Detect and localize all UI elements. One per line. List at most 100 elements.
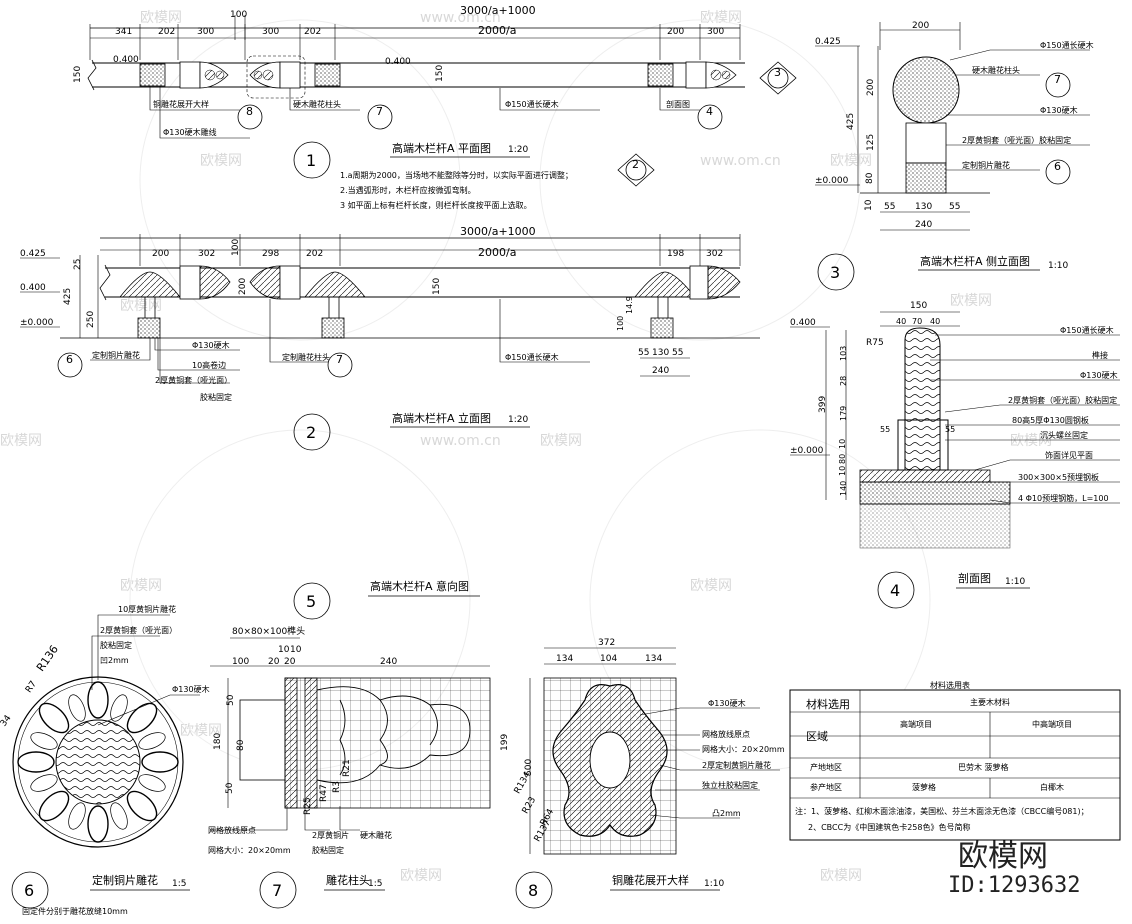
dim-tenon: 80×80×100榫头 bbox=[232, 625, 305, 637]
dim: 302 bbox=[706, 249, 723, 259]
label: 剖面图 bbox=[666, 99, 690, 109]
dim: 341 bbox=[115, 27, 132, 37]
callout-bubble: 7 bbox=[327, 352, 353, 378]
dim: 20 bbox=[284, 657, 296, 667]
table-cell: 产地地区 bbox=[810, 762, 842, 772]
dim: 100 bbox=[616, 316, 625, 331]
callout-bubble: 4 bbox=[697, 104, 723, 130]
dim: 14.9 bbox=[625, 296, 634, 314]
dim: 40 bbox=[930, 317, 940, 326]
label: 胶粘固定 bbox=[100, 640, 132, 650]
view-number-bubble: 7 bbox=[259, 871, 297, 909]
elevation: ±0.000 bbox=[20, 318, 54, 328]
elevation: 0.400 bbox=[790, 318, 816, 328]
dim: 240 bbox=[915, 220, 932, 230]
label: 2厚黄铜套（哑光面）胶粘固定 bbox=[1008, 395, 1117, 405]
dim: 104 bbox=[600, 654, 617, 664]
radius: R23 bbox=[521, 795, 539, 815]
dim: 10 bbox=[838, 466, 847, 476]
view-scale: 1:20 bbox=[508, 415, 528, 425]
dim-100: 100 bbox=[230, 10, 247, 20]
watermark: 欧模网 bbox=[400, 868, 442, 884]
view-scale: 1:10 bbox=[1048, 261, 1068, 271]
label: 2厚黄铜套（哑光面） bbox=[100, 625, 177, 635]
watermark: www.om.cn bbox=[420, 10, 501, 26]
elevation: ±0.000 bbox=[790, 446, 824, 456]
radius: R21 bbox=[342, 759, 352, 777]
dim: 40 bbox=[896, 317, 906, 326]
label: 凸2mm bbox=[712, 809, 741, 818]
table-cell: 参产地区 bbox=[810, 782, 842, 792]
callout-bubble: 6 bbox=[57, 352, 83, 378]
dim: 300 bbox=[197, 27, 214, 37]
view-number-bubble: 5 bbox=[293, 582, 331, 620]
label: 凹2mm bbox=[100, 656, 129, 665]
dim: 55 bbox=[884, 202, 895, 212]
label: 硬木雕花柱头 bbox=[972, 65, 1020, 75]
post-left bbox=[119, 271, 181, 339]
view-number-bubble: 8 bbox=[515, 871, 553, 909]
view-title: 高端木栏杆A 平面图 bbox=[392, 141, 491, 155]
svg-text:8: 8 bbox=[246, 105, 253, 118]
svg-text:4: 4 bbox=[890, 581, 900, 600]
view-scale: 1:10 bbox=[704, 879, 724, 889]
view-title: 铜雕花展开大样 bbox=[612, 873, 689, 887]
note-line: 3 如平面上标有栏杆长度，则栏杆长度按平面上选取。 bbox=[340, 200, 532, 210]
table-note: 注：1、菠萝格、红柳木面涂油漆，美国松、芬兰木面涂无色漆（CBCC编号081)； bbox=[795, 806, 1089, 816]
dim-span: 2000/a bbox=[478, 246, 516, 259]
callout-bubble: 7 bbox=[1045, 72, 1071, 98]
dim: 10 bbox=[278, 645, 290, 655]
side-elevation-view: 200 0.425 ±0.000 200 425 125 80 10 55 13… bbox=[815, 21, 1094, 291]
table-cell: 高端项目 bbox=[900, 719, 932, 729]
view-number-bubble: 4 bbox=[877, 571, 915, 609]
dim: 250 bbox=[86, 311, 96, 328]
dim-total: 3000/a+1000 bbox=[460, 4, 536, 17]
dim: 55 bbox=[638, 348, 649, 358]
table-note: 2、CBCC为《中国建筑色卡258色》色号简称 bbox=[808, 822, 970, 832]
plan-view: 100 3000/a+1000 341 202 300 300 202 2000… bbox=[73, 4, 797, 210]
dim: 100 bbox=[232, 657, 249, 667]
watermark: 欧模网 bbox=[0, 433, 42, 449]
watermark: 欧模网 bbox=[950, 293, 992, 309]
elevation: 0.425 bbox=[815, 37, 841, 47]
label: Φ130硬木 bbox=[192, 340, 230, 350]
dim: 150 bbox=[432, 278, 442, 295]
radius: R25 bbox=[303, 797, 313, 815]
watermark: www.om.cn bbox=[700, 153, 781, 169]
label: 定制铜片雕花 bbox=[92, 350, 140, 360]
view-number-bubble: 3 bbox=[817, 253, 855, 291]
dim: 240 bbox=[380, 657, 397, 667]
view-title: 高端木栏杆A 意向图 bbox=[370, 579, 469, 593]
post-mid bbox=[304, 271, 366, 339]
dim: 425 bbox=[846, 113, 856, 130]
svg-text:7: 7 bbox=[272, 881, 282, 900]
elevation: 0.400 bbox=[385, 57, 411, 67]
svg-text:8: 8 bbox=[528, 881, 538, 900]
label: 4 Φ10预埋钢筋，L=100 bbox=[1018, 493, 1109, 503]
label: 硬木雕花 bbox=[360, 830, 392, 840]
dim: 200 bbox=[667, 27, 684, 37]
note-line: 2.当遇弧形时，木栏杆应按微弧弯制。 bbox=[340, 185, 476, 195]
label: Φ150通长硬木 bbox=[505, 352, 559, 362]
dim: 200 bbox=[866, 79, 876, 96]
dim-total: 3000/a+1000 bbox=[460, 225, 536, 238]
label: 2厚定制黄铜片雕花 bbox=[702, 760, 771, 770]
dim: 200 bbox=[152, 249, 169, 259]
dim: 179 bbox=[839, 406, 848, 421]
dim: 500 bbox=[524, 759, 534, 776]
dim: 140 bbox=[839, 481, 848, 496]
elevation: 0.400 bbox=[20, 283, 46, 293]
dim: 125 bbox=[866, 134, 876, 151]
label: 定制雕花柱头 bbox=[282, 352, 330, 362]
watermark-layer: 欧模网 欧模网 www.om.cn 欧模网 欧模网 www.om.cn 欧模网 … bbox=[0, 10, 1052, 884]
svg-text:3: 3 bbox=[774, 66, 781, 79]
post-head-icon bbox=[199, 61, 229, 89]
label: Φ130硬木 bbox=[1040, 105, 1078, 115]
svg-text:6: 6 bbox=[1054, 160, 1061, 173]
dim: 10 bbox=[290, 645, 302, 655]
dim: 130 bbox=[915, 202, 932, 212]
elevation: ±0.000 bbox=[815, 176, 849, 186]
label: 网格放线原点 bbox=[208, 825, 256, 835]
dim: 55 bbox=[672, 348, 683, 358]
dim: 28 bbox=[839, 376, 848, 386]
